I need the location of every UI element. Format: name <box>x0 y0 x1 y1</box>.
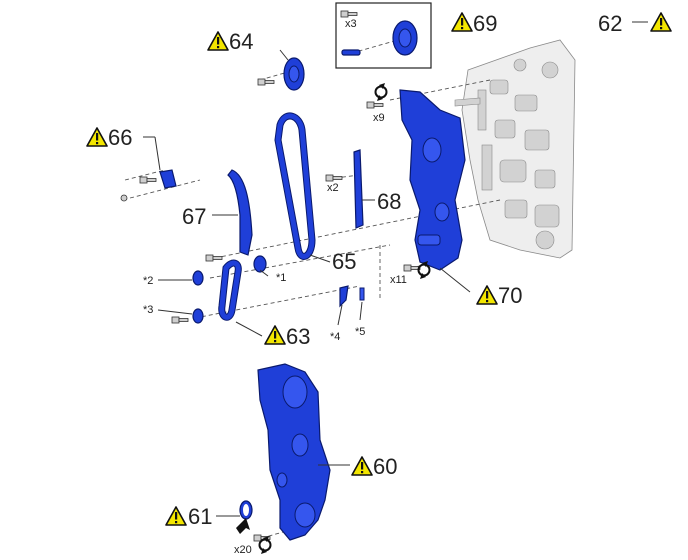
oil-pump-sprocket-star3 <box>171 308 204 324</box>
install-direction-arrow-icon <box>236 518 250 534</box>
qty-x3: x3 <box>345 18 357 30</box>
callout-70: 70 <box>498 283 522 308</box>
callout-63: 63 <box>286 324 310 349</box>
part-64-camshaft-sprocket <box>257 57 305 91</box>
engine-block <box>454 39 576 259</box>
qty-x20: x20 <box>234 544 252 556</box>
part-63-oil-pump-chain <box>218 259 242 321</box>
leader-lines <box>143 21 648 517</box>
part-66-tensioner <box>120 169 177 202</box>
caution-triangle-icon <box>351 456 373 476</box>
part-67-chain-guide <box>205 169 253 262</box>
note-star3: *3 <box>143 304 153 316</box>
part-star5-pin <box>359 287 365 301</box>
crankshaft-sprocket-star2 <box>192 270 204 286</box>
gear-pin <box>341 49 361 56</box>
camshaft-timing-gear <box>392 20 418 56</box>
part-60-timing-chain-cover <box>257 363 331 541</box>
callout-65: 65 <box>332 249 356 274</box>
callout-62: 62 <box>598 11 622 36</box>
part-star4-tensioner-arm <box>339 285 349 308</box>
qty-x2: x2 <box>327 182 339 194</box>
caution-triangle-icon <box>264 325 286 345</box>
part-69-box <box>335 2 432 69</box>
note-star5: *5 <box>355 326 365 338</box>
note-star4: *4 <box>330 331 340 343</box>
callout-64: 64 <box>229 29 253 54</box>
caution-triangle-icon <box>451 12 473 32</box>
note-star2: *2 <box>143 275 153 287</box>
qty-x11: x11 <box>390 274 407 286</box>
callout-68: 68 <box>377 189 401 214</box>
qty-x9: x9 <box>373 112 385 124</box>
callout-61: 61 <box>188 504 212 529</box>
sprocket-star1 <box>253 255 267 273</box>
callout-60: 60 <box>373 454 397 479</box>
callout-66: 66 <box>108 125 132 150</box>
caution-triangle-icon <box>207 31 229 51</box>
torque-wrench-icon <box>374 82 388 102</box>
bolt-icon <box>340 10 358 18</box>
part-68-chain-damper <box>325 149 364 229</box>
caution-triangle-icon <box>650 12 672 32</box>
caution-triangle-icon <box>476 285 498 305</box>
callout-69: 69 <box>473 11 497 36</box>
part-70-cover-plate <box>366 89 466 272</box>
note-star1: *1 <box>276 272 286 284</box>
part-65-timing-chain <box>274 112 316 260</box>
caution-triangle-icon <box>165 506 187 526</box>
caution-triangle-icon <box>86 127 108 147</box>
callout-67: 67 <box>182 204 206 229</box>
part-61-oil-seal <box>236 500 271 542</box>
